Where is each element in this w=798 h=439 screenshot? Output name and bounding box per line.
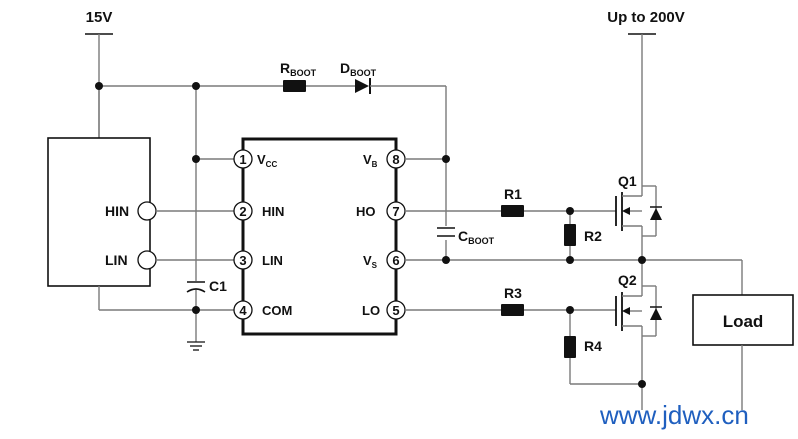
- junction-dots: [95, 82, 646, 388]
- c1-capacitor: C1: [186, 86, 227, 342]
- load-block: Load: [692, 260, 794, 410]
- cboot-capacitor: CBOOT: [437, 227, 495, 246]
- load-box: [692, 294, 794, 346]
- ic-pin-3-name: LIN: [262, 253, 283, 268]
- r2-label: R2: [584, 228, 602, 244]
- ic-pin-8-name: VB: [363, 152, 378, 169]
- ic-pin-6-name: VS: [363, 253, 378, 270]
- dboot-label: DBOOT: [340, 60, 377, 78]
- rboot-resistor: [283, 80, 306, 92]
- controller-lin-pin: [137, 250, 157, 270]
- r1-resistor: [501, 205, 524, 217]
- cboot-label: CBOOT: [458, 228, 495, 246]
- ic-pin-1-name: VCC: [257, 152, 277, 169]
- ic-pin-7-name: HO: [356, 204, 376, 219]
- ic-pin-8-number: 8: [392, 152, 399, 167]
- r4-resistor: [564, 336, 576, 358]
- load-label: Load: [723, 312, 764, 331]
- rboot-label: RBOOT: [280, 60, 317, 78]
- controller-hin-pin: [137, 201, 157, 221]
- r3-label: R3: [504, 285, 522, 301]
- vcc-label: 15V: [86, 9, 113, 26]
- r3-resistor: [501, 304, 524, 316]
- q1-body-diode: [650, 208, 662, 220]
- q1-label: Q1: [618, 173, 637, 189]
- hv-supply: Up to 200V: [607, 9, 685, 175]
- controller-box: [47, 137, 151, 287]
- ic-pin-2-number: 2: [239, 204, 246, 219]
- r4-label: R4: [584, 338, 602, 354]
- q2-mosfet: Q2: [615, 260, 662, 410]
- ic-pin-1-number: 1: [239, 152, 246, 167]
- ic-pin-4-name: COM: [262, 303, 292, 318]
- ic-pin-4-number: 4: [239, 303, 247, 318]
- q1-mosfet: Q1: [615, 173, 662, 260]
- c1-label: C1: [209, 278, 227, 294]
- ic-body: [241, 137, 398, 336]
- ic-pin-3-number: 3: [239, 253, 246, 268]
- watermark: www.jdwx.cn: [599, 400, 749, 430]
- ic-pin-5-number: 5: [392, 303, 399, 318]
- ic-pin-2: [233, 201, 253, 221]
- driver-ic: 1 VCC 2 HIN 3 LIN 4 COM 8 VB 7 HO 6 VS 5…: [233, 137, 406, 336]
- ic-pin-2-name: HIN: [262, 204, 284, 219]
- ic-pin-1: [233, 149, 253, 169]
- ic-pin-4: [233, 300, 253, 320]
- ic-pin-5-name: LO: [362, 303, 380, 318]
- q2-label: Q2: [618, 272, 637, 288]
- hv-label: Up to 200V: [607, 9, 685, 26]
- bootstrap-path: RBOOT DBOOT: [99, 60, 447, 158]
- r2-resistor: [564, 224, 576, 246]
- q2-body-diode: [650, 308, 662, 320]
- controller-lin-label: LIN: [105, 252, 128, 268]
- r1-label: R1: [504, 186, 522, 202]
- ground-symbol: [187, 341, 205, 351]
- controller-block: HIN LIN: [47, 86, 196, 311]
- ic-pin-7-number: 7: [392, 204, 399, 219]
- ic-pin-6-number: 6: [392, 253, 399, 268]
- ic-pin-3: [233, 250, 253, 270]
- dboot-diode: [355, 79, 369, 93]
- controller-hin-label: HIN: [105, 203, 129, 219]
